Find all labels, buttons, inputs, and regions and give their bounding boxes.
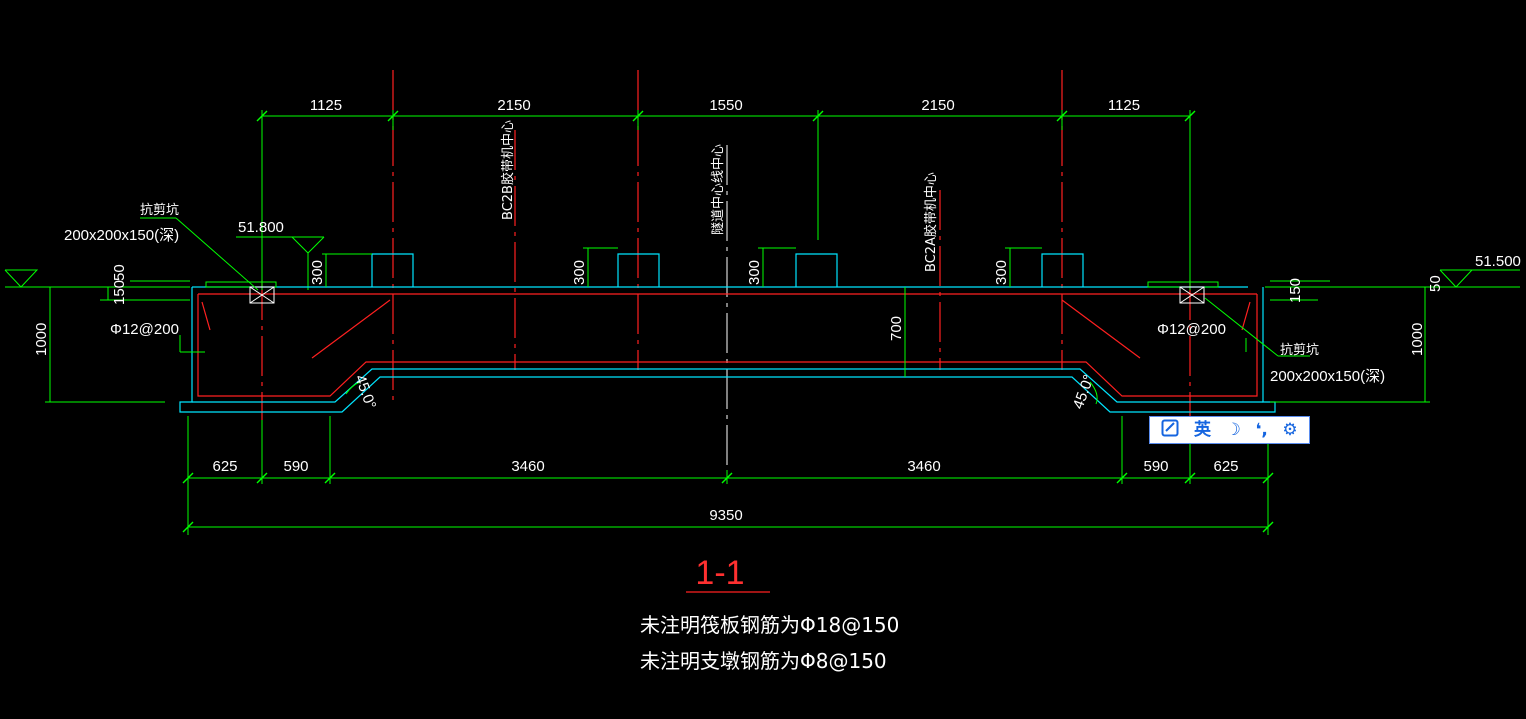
- shear-pit-right: [1179, 286, 1205, 304]
- pier-height-dims: [322, 247, 1042, 377]
- bottom-dim-2: 590: [283, 458, 308, 475]
- left-shear-pit-label: 抗剪坑: [140, 202, 179, 218]
- right-50-value: 50: [1427, 275, 1444, 292]
- gear-icon[interactable]: ⚙: [1282, 419, 1298, 440]
- left-leaders: [140, 217, 259, 353]
- bottom-dim-4: 3460: [907, 458, 940, 475]
- right-shear-pit-label: 抗剪坑: [1280, 342, 1319, 358]
- left-150-value: 150: [111, 280, 128, 305]
- center-lines: [261, 70, 1191, 420]
- left-depth-value: 1000: [33, 323, 50, 356]
- ime-toolbar: 英 ☽ ❛, ⚙: [1149, 416, 1310, 444]
- left-depth-dim: [45, 280, 190, 403]
- left-50-value: 50: [111, 264, 128, 281]
- edit-icon-glyph: [1161, 419, 1179, 437]
- left-shear-pit-size: 200x200x150(深): [64, 227, 179, 244]
- note-1: 未注明筏板钢筋为Φ18@150: [640, 613, 899, 637]
- right-leaders: [1204, 297, 1310, 357]
- bottom-dimension-chain: [182, 416, 1274, 535]
- punctuation-icon[interactable]: ❛,: [1255, 419, 1268, 440]
- right-depth-dim: [1270, 280, 1430, 403]
- bottom-dim-6: 625: [1213, 458, 1238, 475]
- top-dim-1: 1125: [310, 97, 342, 114]
- rebar-lines: [197, 293, 1258, 397]
- section-title: 1-1: [695, 554, 744, 592]
- top-dim-4: 2150: [921, 97, 954, 114]
- input-language-button[interactable]: 英: [1193, 419, 1211, 440]
- tunnel-center-label: 隧道中心线中心: [710, 144, 726, 235]
- right-shear-pit-size: 200x200x150(深): [1270, 368, 1385, 385]
- shear-pit-left: [249, 286, 275, 304]
- pier-height-1: 300: [309, 260, 326, 285]
- bottom-dim-1: 625: [212, 458, 237, 475]
- note-2: 未注明支墩钢筋为Φ8@150: [640, 649, 887, 673]
- edit-icon[interactable]: [1161, 419, 1179, 441]
- center-a-label: BC2A胶带机中心: [923, 172, 939, 272]
- left-angle: 45.0°: [351, 373, 379, 412]
- bottom-dim-5: 590: [1143, 458, 1168, 475]
- center-b-label: BC2B胶带机中心: [500, 120, 516, 220]
- bottom-dim-3: 3460: [511, 458, 544, 475]
- pier-height-4: 300: [993, 260, 1010, 285]
- left-level-marker: [236, 236, 325, 290]
- moon-icon[interactable]: ☽: [1225, 419, 1241, 440]
- right-level-value: 51.500: [1475, 253, 1521, 270]
- right-rebar-label: Φ12@200: [1157, 321, 1226, 338]
- top-dimension-chain: [256, 110, 1196, 290]
- left-rebar-label: Φ12@200: [110, 321, 179, 338]
- top-dim-5: 1125: [1108, 97, 1140, 114]
- total-dim: 9350: [709, 507, 742, 524]
- ground-lines: [4, 269, 1520, 288]
- slab-thickness: 700: [888, 316, 905, 341]
- pier-height-2: 300: [571, 260, 588, 285]
- right-depth-value: 1000: [1409, 323, 1426, 356]
- right-150-value: 150: [1287, 278, 1304, 303]
- top-dim-2: 2150: [497, 97, 530, 114]
- top-dim-3: 1550: [709, 97, 742, 114]
- left-level-value: 51.800: [238, 219, 284, 236]
- pier-height-3: 300: [746, 260, 763, 285]
